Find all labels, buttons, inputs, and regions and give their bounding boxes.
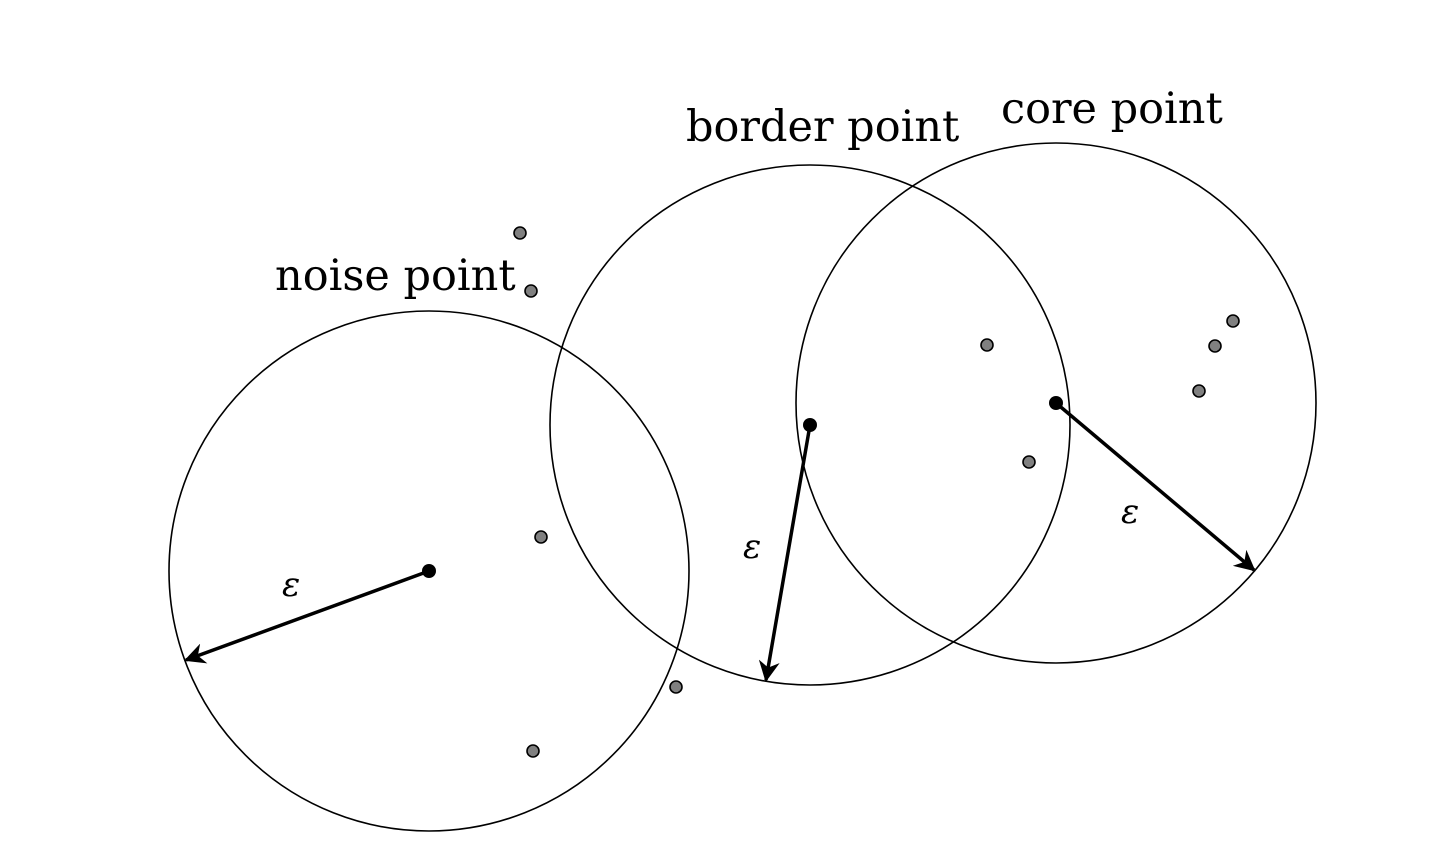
border-neighborhood: ε border point <box>549 102 1071 686</box>
data-point <box>526 744 540 758</box>
noise-neighborhood: ε noise point <box>168 251 690 832</box>
noise-epsilon-circle <box>168 310 690 832</box>
core-neighborhood: ε core point <box>795 84 1317 664</box>
data-point <box>1208 339 1222 353</box>
noise-point-marker <box>422 564 436 578</box>
data-point <box>534 530 548 544</box>
data-point <box>513 226 527 240</box>
data-point <box>1192 384 1206 398</box>
core-point-label: core point <box>1001 84 1223 134</box>
border-epsilon-radius-arrow <box>758 424 812 683</box>
data-point <box>669 680 683 694</box>
border-point-marker <box>803 418 817 432</box>
data-point <box>524 284 538 298</box>
border-epsilon-circle <box>549 164 1071 686</box>
data-point <box>1226 314 1240 328</box>
data-points <box>513 226 1240 758</box>
core-point-marker <box>1049 396 1063 410</box>
core-epsilon-circle <box>795 142 1317 664</box>
core-epsilon-radius-arrow <box>1054 401 1256 572</box>
core-epsilon-label: ε <box>1121 492 1139 532</box>
data-point <box>1022 455 1036 469</box>
border-point-label: border point <box>686 102 959 152</box>
noise-point-label: noise point <box>275 251 516 301</box>
noise-epsilon-radius-arrow <box>184 569 430 664</box>
border-epsilon-label: ε <box>743 527 761 567</box>
noise-epsilon-label: ε <box>282 565 300 605</box>
data-point <box>980 338 994 352</box>
